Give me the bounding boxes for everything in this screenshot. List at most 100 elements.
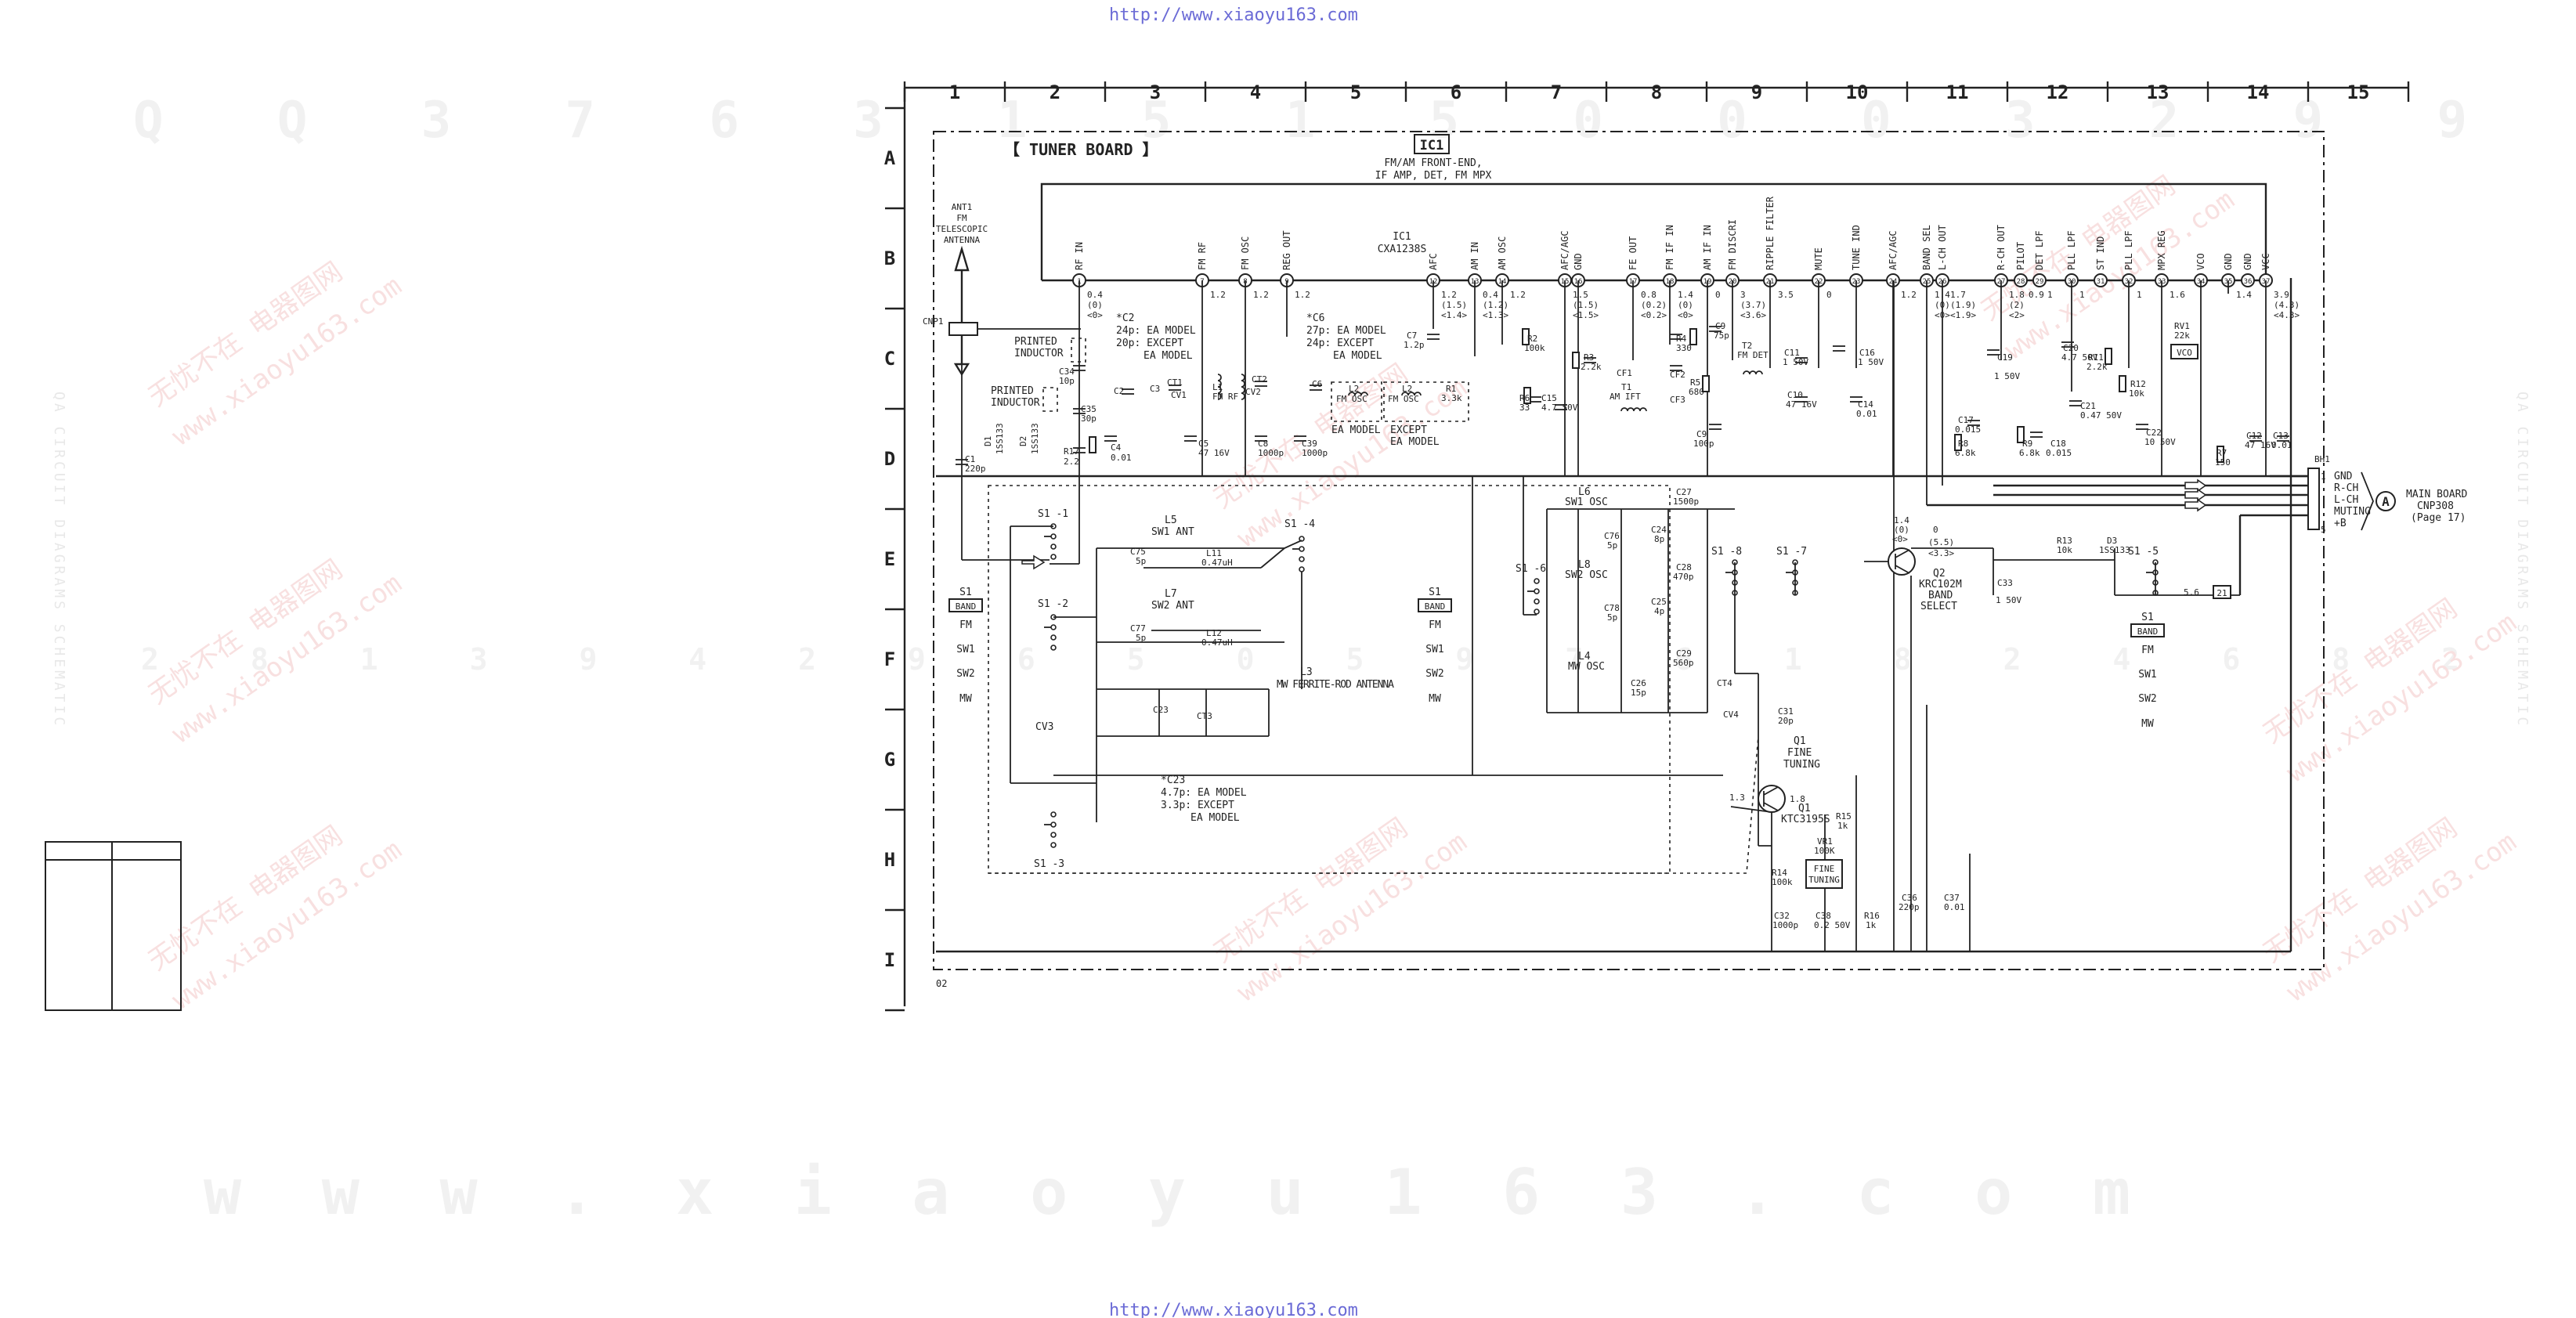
ic-pin-voltage: (0.2) [1641,300,1667,310]
legend-right-0: S1 [2141,612,2154,623]
resistor-icon [2217,446,2224,463]
comp-r3-val: 2.2k [1581,362,1602,372]
ic-pin-voltage: 1.2 [1253,290,1269,300]
antenna-label-1: ANT1 [952,202,973,212]
legend-right-1: BAND [2137,627,2159,637]
comp-r1-val: 3.3k [1441,393,1462,403]
switch-contacts [1044,523,1057,560]
watermark-row3: w w w . x i a o y u 1 6 3 . c o m [204,1156,2130,1229]
comp-l2a-ref: L2 [1349,384,1359,394]
s1-right-box-label: 21 [2217,588,2227,598]
comp-c39-val: 1000p [1302,448,1328,458]
r13-ref: R13 [2057,536,2072,546]
ic-pin-name: GND [2242,253,2253,270]
resistor-icon [1702,375,1710,392]
ic-pin-voltage: <1.9> [1950,310,1976,320]
antenna-group: ANT1 FM TELESCOPIC ANTENNA CNP1 PRINTED … [923,202,1086,561]
watermark-cn-group: 无忧不在 电器图网 www.xiaoyu163.com 无忧不在 电器图网 ww… [143,170,2522,1016]
resistor-icon [2105,348,2112,365]
s1-1-label: S1 -1 [1038,508,1068,520]
coil-c77-ref: C77 [1130,623,1146,634]
comp-c11-val: 1 50V [1783,357,1808,367]
comp-c6-ref: C6 [1312,379,1322,389]
legend-right-3: SW1 [2138,669,2156,681]
ic-pin-voltage: 1 [2137,290,2142,300]
ic-pin-voltage: 1.8 [2009,290,2025,300]
osc-c25-val: 4p [1654,606,1664,616]
ic-pin-name: AM IN [1469,242,1480,270]
ic-pin-circle [2014,273,2028,287]
comp-c14-val: 0.01 [1856,409,1877,419]
resistor-icon [2119,375,2126,392]
capacitor-icon [2277,435,2289,442]
ic-pin-voltage: (1.5) [1441,300,1467,310]
r13-val: 10k [2057,545,2072,555]
ic-pin-voltage: <1.3> [1483,310,1508,320]
signal-arrow-icon [1021,554,1046,570]
comp-c2-ref: C2 [1114,386,1124,396]
osc-l4-val: MW OSC [1568,661,1605,673]
bottom-url[interactable]: http://www.xiaoyu163.com [1109,1301,1358,1318]
ic-pin-voltage: 0.9 [2029,290,2044,300]
d3-ref: D3 [2107,536,2117,546]
osc-c76-ref: C76 [1604,531,1620,541]
q1-desc-1: FINE [1787,747,1812,759]
inductor-icon [1241,374,1245,400]
ic-pin-voltage: 0.4 [1087,290,1103,300]
comp-c13-ref: C13 [2273,431,2289,441]
comp-r7-val: 150 [2215,457,2231,468]
antenna-label-3: TELESCOPIC [936,224,988,234]
top-url[interactable]: http://www.xiaoyu163.com [1109,5,1358,25]
ic-pin-circle [2094,273,2108,287]
ic-part: CXA1238S [1378,244,1427,255]
ic-pin-voltage: (1.9) [1950,300,1976,310]
capacitor-icon [1073,408,1086,414]
resistor-icon [1089,436,1097,453]
comp-d1-ref: D1 [983,436,993,446]
side-watermark-left: QA CIRCUIT DIAGRAMS SCHEMATIC [51,392,67,728]
q2-label: Q2 [1933,568,1946,580]
ic-pin-voltage: 0 [1715,290,1721,300]
coil-l7-val: SW2 ANT [1151,600,1194,612]
connector-bh1: BH1 1 5 GND R-CH L-CH MUTING +B A MAIN B… [2307,454,2467,535]
ic-pin-voltage: 1.4 [2236,290,2252,300]
coil-l7-ref: L7 [1165,588,1177,600]
comp-cv2-ref: CV2 [1245,387,1261,397]
bh1-pin-4: MUTING [2334,506,2371,518]
fine-tuning-box [1805,859,1843,889]
board-outline [933,131,2325,970]
osc-c78-val: 5p [1607,612,1617,623]
c38-val: 0.2 50V [1814,920,1851,930]
q1-vb: 1.3 [1729,793,1745,803]
coil-l12-val: 0.47uH [1201,637,1233,648]
ic-pin-number: 31 [2097,278,2105,286]
band-switch-labels: S1 -1 S1 -2 S1 -3 S1 -4 S1 -5 S1 -6 S1 -… [1034,508,2159,870]
band-legend-mid: S1 BAND FM SW1 SW2 MW [1418,587,1452,705]
ic-pin-number: 29 [2036,278,2044,286]
comp-r7-ref: R7 [2217,448,2227,458]
comp-c15-val: 4.7 50V [1541,403,1578,413]
coil-ct3-ref: CT3 [1197,711,1212,721]
comp-r5-val: 680 [1689,387,1704,397]
capacitor-icon [1709,424,1722,430]
comp-cv1-ref: CV1 [1171,390,1187,400]
comp-c19-ref: C19 [1997,352,2013,363]
ic-pin-voltage: 3.9 [2274,290,2289,300]
bh1-pin-2: R-CH [2334,482,2358,494]
comp-c22-val: 10 50V [2144,437,2176,447]
comp-c16-ref: C16 [1859,348,1875,358]
coil-l11-ref: L11 [1206,548,1222,558]
ic-pin-name: GND [1573,253,1584,270]
ic-pin-voltage: <0> [1678,310,1693,320]
capacitor-icon [1850,396,1862,403]
vco-label: VCO [2177,348,2192,358]
q2-v1-2: <0> [1892,534,1908,544]
osc-c28-val: 470p [1673,572,1694,582]
c36-val: 220p [1899,902,1920,912]
column-label: 5 [1350,81,1361,103]
osc-c27-val: 1500p [1673,497,1699,507]
comp-r4-ref: R4 [1676,334,1687,344]
